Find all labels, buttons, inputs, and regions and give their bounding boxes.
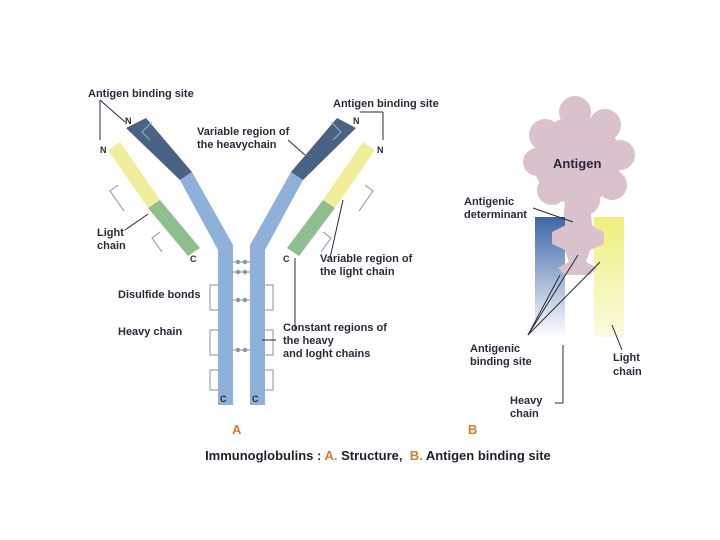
caption-a: A. (324, 448, 337, 463)
label-antigenic-binding-site-2: binding site (470, 356, 532, 368)
label-constant-regions-2: the heavy (283, 335, 335, 347)
label-antigen: Antigen (553, 156, 601, 171)
n-terminal-left-light: N (100, 145, 107, 155)
antigen-binding-graphic (523, 96, 635, 404)
light-variable-left (108, 142, 160, 208)
n-terminal-right-heavy: N (353, 116, 360, 126)
panel-letter-b: B (468, 422, 477, 437)
disulfide-bonds-graphic (109, 121, 374, 391)
c-terminal-right-light: C (283, 254, 290, 264)
heavy-variable-left (126, 118, 192, 180)
caption-prefix: Immunoglobulins : (205, 448, 324, 463)
caption-b: B. (410, 448, 423, 463)
light-constant-left (148, 200, 200, 256)
label-variable-region-heavy-1: Variable region of (197, 126, 290, 138)
label-variable-region-light-2: the light chain (320, 266, 395, 278)
heavy-chain-arm-right (250, 172, 303, 262)
n-terminal-left-heavy: N (125, 116, 132, 126)
label-disulfide-bonds: Disulfide bonds (118, 289, 201, 301)
label-antigenic-binding-site-1: Antigenic (470, 343, 520, 355)
label-light-chain-2: chain (97, 240, 126, 252)
c-terminal-stem-right: C (252, 394, 259, 404)
label-constant-regions-3: and loght chains (283, 348, 370, 360)
label-heavy-chain-b-1: Heavy (510, 395, 543, 407)
c-terminal-left-light: C (190, 254, 197, 264)
label-light-chain-b-1: Light (613, 352, 640, 364)
label-antigenic-determinant-1: Antigenic (464, 196, 514, 208)
label-antigen-binding-site-right: Antigen binding site (333, 98, 439, 110)
label-antigenic-determinant-2: determinant (464, 209, 527, 221)
c-terminal-stem-left: C (220, 394, 227, 404)
label-light-chain-1: Light (97, 227, 124, 239)
heavy-chain-arm-left (180, 172, 233, 262)
label-heavy-chain-b-2: chain (510, 408, 539, 420)
light-variable-right (323, 142, 375, 208)
label-antigen-binding-site-left: Antigen binding site (88, 88, 194, 100)
heavy-chain-stem-right (250, 245, 265, 405)
caption-structure: Structure, (337, 448, 409, 463)
label-light-chain-b-2: chain (613, 366, 642, 378)
panel-letter-a: A (232, 422, 242, 437)
label-heavy-chain: Heavy chain (118, 326, 182, 338)
label-variable-region-heavy-2: the heavychain (197, 139, 277, 151)
label-constant-regions-1: Constant regions of (283, 322, 387, 334)
caption-binding: Antigen binding site (423, 448, 551, 463)
figure-caption: Immunoglobulins : A. Structure, B. Antig… (187, 448, 562, 463)
n-terminal-right-light: N (377, 145, 384, 155)
heavy-chain-stem-left (218, 245, 233, 405)
label-variable-region-light-1: Variable region of (320, 253, 413, 265)
antibody-structure (99, 99, 384, 405)
light-constant-right (287, 200, 335, 256)
